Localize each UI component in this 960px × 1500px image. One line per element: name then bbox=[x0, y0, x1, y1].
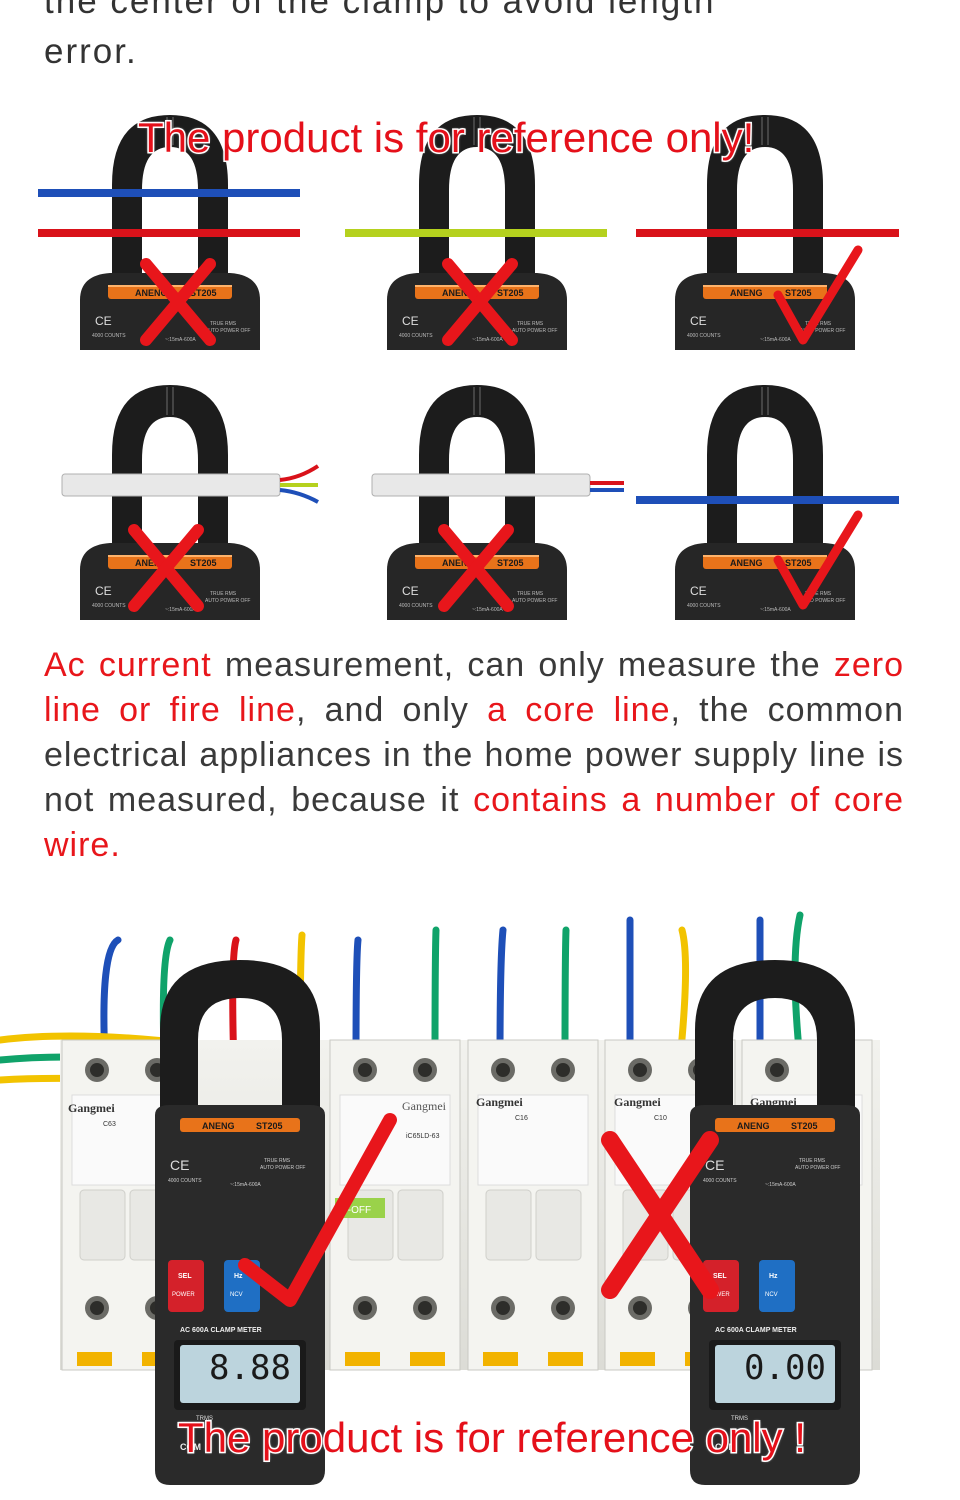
lcd-reading-left: 8.88 bbox=[209, 1348, 291, 1388]
text-seg6: , the common electrical appliances in th… bbox=[44, 691, 904, 819]
svg-text:Gangmei: Gangmei bbox=[68, 1101, 115, 1115]
reference-banner-bottom: The product is for reference only ! bbox=[177, 1413, 808, 1463]
panel-multicore-cable-wrong bbox=[61, 384, 320, 621]
svg-text:C20: C20 bbox=[790, 1115, 803, 1122]
text-multi-core: contains a number of core wire. bbox=[44, 781, 904, 864]
reference-banner-top: The product is for reference only! bbox=[136, 113, 755, 163]
svg-text:Gangmei: Gangmei bbox=[476, 1095, 523, 1109]
panel-ground-wire-wrong bbox=[345, 114, 607, 351]
svg-text:C63: C63 bbox=[103, 1121, 116, 1128]
lcd-reading-right: 0.00 bbox=[744, 1348, 826, 1388]
svg-text:Gangmei: Gangmei bbox=[614, 1095, 661, 1109]
intro-line-1: the center of the clamp to avoid length bbox=[44, 0, 716, 21]
explanation-paragraph: Ac current measurement, can only measure… bbox=[44, 643, 904, 868]
text-seg2: measurement, can only measure the bbox=[211, 646, 834, 684]
panel-two-wires-wrong bbox=[38, 114, 300, 351]
clamp-illustration-grid: ANENG ST205 CE 4000 COUNTS TRUE RMS AUTO… bbox=[38, 114, 899, 621]
wires bbox=[0, 911, 804, 1104]
breaker-row: O-OFF Gangmei C63 Gangmei iC65LD-63 Gang… bbox=[60, 1039, 880, 1371]
panel-twin-cable-wrong bbox=[371, 384, 624, 621]
panel-single-neutral-correct bbox=[636, 384, 899, 621]
text-core-line: a core line bbox=[487, 691, 671, 729]
svg-text:C10: C10 bbox=[654, 1115, 667, 1122]
svg-text:Gangmei: Gangmei bbox=[402, 1099, 447, 1113]
panel-single-live-correct bbox=[636, 114, 899, 351]
intro-line-2: error. bbox=[44, 32, 138, 71]
text-ac-current: Ac current bbox=[44, 646, 212, 684]
svg-text:O-OFF: O-OFF bbox=[340, 1205, 371, 1216]
clamp-meter-right bbox=[690, 960, 860, 1485]
svg-text:Gangmei: Gangmei bbox=[750, 1095, 797, 1109]
text-zero-fire-line: zero line or fire line bbox=[44, 646, 904, 729]
xmark-right bbox=[601, 1131, 719, 1299]
svg-text:C16: C16 bbox=[515, 1115, 528, 1122]
clamp-meter-left bbox=[155, 960, 325, 1485]
svg-text:iC65LD-63: iC65LD-63 bbox=[406, 1133, 440, 1140]
checkmark-left bbox=[238, 1113, 397, 1307]
text-seg4: , and only bbox=[295, 691, 488, 729]
